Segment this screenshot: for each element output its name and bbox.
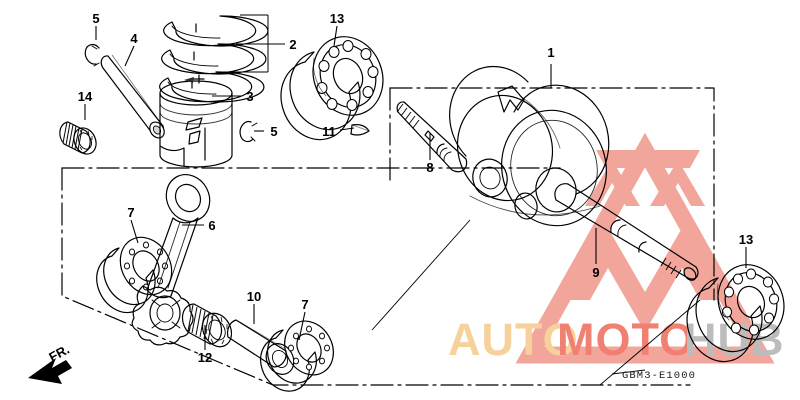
leader-crank-right [599,299,701,386]
callout-label-13a: 13 [330,11,344,26]
callout-label-4: 4 [130,31,138,46]
woodruff-key [350,124,370,136]
leader-crank-left [371,219,471,331]
leader-13a [333,25,338,47]
piston-pin-needle-bearing [59,121,97,155]
piston-pin-clip-upper [84,43,100,67]
piston-pin [100,54,165,139]
leader-4 [124,45,135,67]
crankshaft-left-journal [396,101,468,173]
callout-label-7b: 7 [301,297,308,312]
callout-label-6: 6 [208,218,215,233]
callout-label-2: 2 [289,37,296,52]
connecting-rod [131,174,211,346]
crank-pin [226,319,295,375]
callout-label-10: 10 [247,289,261,304]
main-bearing-left [280,36,384,141]
part-code-label: GBM3-E1000 [622,370,696,382]
crank-pin-washer-left [96,236,173,314]
piston [159,74,233,168]
callout-label-8: 8 [426,160,433,175]
bracket-2 [222,14,269,73]
callout-label-5a: 5 [92,11,99,26]
piston-pin-clip-lower [239,121,258,143]
callout-label-12: 12 [198,350,212,365]
callout-label-5b: 5 [270,124,277,139]
crankshaft-assembly [396,65,699,281]
assembly-group-boundaries [61,87,715,386]
main-bearing-right [686,264,785,363]
connecting-rod-needle-bearing [181,303,233,348]
piston-crown-arrow-mark [184,74,205,84]
callout-label-3: 3 [246,89,253,104]
callout-label-9: 9 [592,265,599,280]
callout-labels: 1 2 3 4 5 5 6 7 7 8 9 10 11 12 13 13 14 [78,11,753,365]
automotohub-triangle-m-logo [515,132,775,364]
callout-label-1: 1 [547,45,554,60]
leader-7a [130,219,139,244]
front-direction-marker: FR. [28,342,72,384]
callout-label-14: 14 [78,89,93,104]
front-direction-label: FR. [46,342,72,365]
crankshaft-right-journal [554,183,699,281]
leader-partcode [611,369,646,375]
watermark-text-auto: AUTO [448,314,579,365]
watermark-text-moto: MOTO [557,314,695,365]
callout-label-13b: 13 [739,232,753,247]
callout-label-11: 11 [322,124,336,139]
callout-label-7a: 7 [127,205,134,220]
crank-pin-washer-right [260,320,334,392]
